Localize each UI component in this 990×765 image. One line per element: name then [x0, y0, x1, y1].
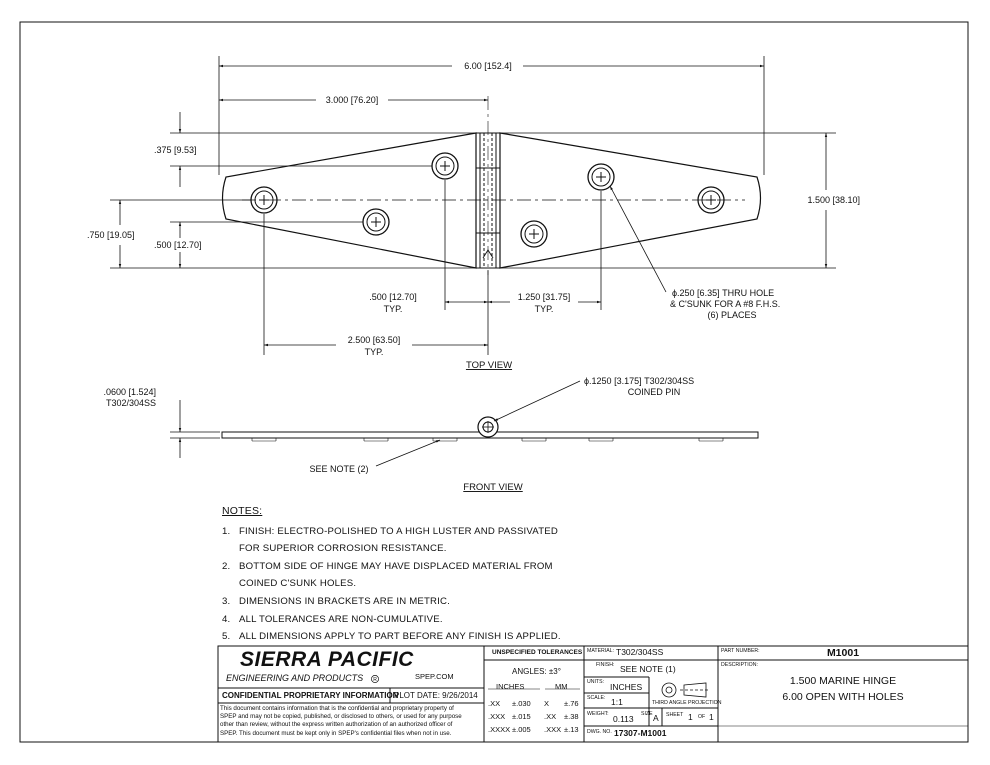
title-block-frame	[217, 645, 969, 743]
hole-5	[587, 163, 615, 191]
units-value: INCHES	[610, 682, 643, 692]
thickness-dim: .0600 [1.524]	[103, 387, 156, 397]
note-item: 3.DIMENSIONS IN BRACKETS ARE IN METRIC.	[222, 595, 451, 607]
dimension-lines	[110, 56, 836, 355]
top-view-label: TOP VIEW	[466, 360, 512, 371]
weight-value: 0.113	[613, 714, 634, 724]
front-view-label: FRONT VIEW	[463, 482, 522, 493]
note-item: FOR SUPERIOR CORROSION RESISTANCE.	[239, 543, 447, 555]
units-label: UNITS:	[587, 679, 605, 685]
dim-height: 1.500 [38.10]	[807, 195, 860, 205]
weight-label: WEIGHT:	[587, 711, 609, 717]
material-label: MATERIAL:	[587, 648, 614, 654]
description-line-1: 1.500 MARINE HINGE	[789, 675, 897, 687]
pin-callout-line-2: COINED PIN	[628, 387, 681, 397]
pin-callout-line-1: ϕ.1250 [3.175] T302/304SS	[584, 376, 694, 386]
hole-callout-line-1: ϕ.250 [6.35] THRU HOLE	[672, 288, 774, 298]
plot-date: PLOT DATE: 9/26/2014	[394, 691, 478, 700]
confidential-disclaimer: This document contains information that …	[220, 705, 462, 737]
dimension-labels: 6.00 [152.4] 3.000 [76.20] .375 [9.53] .…	[87, 61, 860, 493]
pin-knuckle	[477, 416, 499, 438]
dim-500-typ: TYP.	[384, 304, 403, 314]
tolerance-row: .XXX±.015.XX±.38	[488, 712, 579, 721]
of-value: 1	[709, 712, 714, 722]
hole-3	[431, 152, 459, 180]
size-value: A	[653, 713, 659, 723]
scale-label: SCALE:	[587, 695, 606, 701]
note-item: COINED C'SUNK HOLES.	[239, 578, 357, 590]
dim-half-length: 3.000 [76.20]	[326, 95, 379, 105]
dim-overall-length: 6.00 [152.4]	[464, 61, 512, 71]
of-label: OF	[698, 714, 706, 720]
finish-label: FINISH:	[596, 662, 615, 668]
company-subtitle: ENGINEERING AND PRODUCTS	[226, 673, 364, 683]
angle-tolerance: ANGLES: ±3°	[512, 667, 561, 676]
hole-4	[520, 220, 548, 248]
part-number-value: M1001	[826, 647, 860, 659]
dim-375: .375 [9.53]	[154, 145, 197, 155]
sheet-label: SHEET	[666, 712, 684, 718]
countersunk-holes	[250, 152, 725, 248]
hinge-top-view	[221, 96, 762, 275]
hinge-front-view	[221, 416, 759, 442]
third-angle-projection-icon	[661, 682, 710, 698]
thickness-material: T302/304SS	[106, 398, 156, 408]
svg-text:R: R	[373, 677, 377, 683]
dim-500-horizontal: .500 [12.70]	[369, 292, 417, 302]
registered-mark: R	[371, 675, 379, 683]
note-item: 1.FINISH: ELECTRO-POLISHED TO A HIGH LUS…	[222, 525, 558, 537]
sheet-value: 1	[688, 712, 693, 722]
hole-2	[362, 208, 390, 236]
inches-header: INCHES	[496, 682, 525, 691]
company-logo-text: SIERRA PACIFIC	[240, 648, 414, 671]
material-value: T302/304SS	[616, 647, 664, 657]
hole-1	[250, 186, 278, 214]
dim-1250: 1.250 [31.75]	[518, 292, 571, 302]
hole-callout-line-3: (6) PLACES	[707, 310, 756, 320]
dwg-no-value: 17307-M1001	[614, 728, 667, 738]
see-note-callout: SEE NOTE (2)	[309, 464, 368, 474]
dim-750: .750 [19.05]	[87, 230, 135, 240]
dim-1250-typ: TYP.	[535, 304, 554, 314]
tolerance-row: .XXXX±.005.XXX±.13	[488, 725, 579, 734]
dim-2500: 2.500 [63.50]	[348, 335, 401, 345]
front-dimension-lines	[170, 380, 581, 467]
part-number-label: PART NUMBER:	[721, 648, 760, 654]
note-item: 5.ALL DIMENSIONS APPLY TO PART BEFORE AN…	[222, 631, 561, 643]
company-website: SPEP.COM	[415, 672, 454, 681]
left-leaf	[221, 132, 477, 269]
note-item: 4.ALL TOLERANCES ARE NON-CUMULATIVE.	[222, 613, 443, 625]
notes-heading: NOTES:	[222, 505, 263, 517]
dim-500-vertical: .500 [12.70]	[154, 240, 202, 250]
projection-label: THIRD ANGLE PROJECTION	[652, 700, 722, 706]
right-leaf	[499, 132, 762, 269]
size-label: SIZE	[641, 711, 653, 717]
hole-6	[697, 186, 725, 214]
scale-value: 1:1	[611, 697, 623, 707]
mm-header: MM	[555, 682, 568, 691]
confidential-label: CONFIDENTIAL PROPRIETARY INFORMATION	[222, 691, 399, 700]
general-notes: NOTES: 1.FINISH: ELECTRO-POLISHED TO A H…	[222, 503, 561, 646]
description-line-2: 6.00 OPEN WITH HOLES	[782, 691, 904, 703]
dim-2500-typ: TYP.	[365, 347, 384, 357]
hole-callout-line-2: & C'SUNK FOR A #8 F.H.S.	[670, 299, 780, 309]
dwg-no-label: DWG. NO.	[587, 729, 612, 735]
tolerances-title: UNSPECIFIED TOLERANCES	[492, 649, 583, 656]
description-label: DESCRIPTION:	[721, 662, 758, 668]
note-item: 2.BOTTOM SIDE OF HINGE MAY HAVE DISPLACE…	[222, 560, 553, 572]
finish-value: SEE NOTE (1)	[620, 664, 676, 674]
